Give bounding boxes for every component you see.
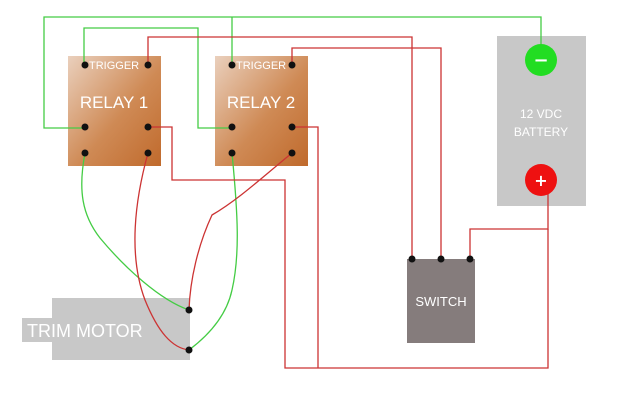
trim-motor-label: TRIM MOTOR (27, 321, 143, 341)
wire-relay1-to-motor (81, 152, 190, 311)
battery-label-line1: 12 VDC (520, 107, 562, 121)
relay-1-trigger-label: TRIGGER (89, 60, 139, 72)
wire-relay2-to-motor (188, 152, 238, 351)
terminal-pin-icon[interactable] (228, 61, 236, 69)
terminal-pin-icon[interactable] (144, 149, 152, 157)
plus-terminal-icon[interactable] (525, 164, 557, 196)
wire-relay1-trigger-to-switch (147, 36, 413, 259)
wire-relay1-common-to-positive (148, 126, 549, 369)
wire-relay2-common-to-positive (292, 126, 319, 368)
terminal-pin-icon[interactable] (81, 149, 89, 157)
terminal-pin-icon[interactable] (185, 346, 193, 354)
terminal-pin-icon[interactable] (228, 123, 236, 131)
terminal-pin-icon[interactable] (185, 306, 193, 314)
switch-body (407, 259, 475, 343)
minus-terminal-icon[interactable] (525, 44, 557, 76)
terminal-pin-icon[interactable] (437, 255, 445, 263)
wire-relay1-trigger-top (83, 27, 232, 129)
battery-label-line2: BATTERY (514, 125, 568, 139)
terminal-pin-icon[interactable] (288, 61, 296, 69)
relay-1-name: RELAY 1 (80, 93, 148, 112)
terminal-pin-icon[interactable] (288, 149, 296, 157)
terminal-pin-icon[interactable] (81, 61, 89, 69)
terminal-pin-icon[interactable] (408, 255, 416, 263)
trim-motor-label-bg (22, 318, 158, 342)
wire-relay2-trigger-to-switch (291, 47, 442, 259)
positive-symbol: + (534, 171, 547, 190)
terminal-pin-icon[interactable] (144, 123, 152, 131)
wire-relay2-to-motor-red (188, 152, 293, 311)
relay-2-name: RELAY 2 (227, 93, 295, 112)
switch-label: SWITCH (415, 294, 466, 309)
relay-2-trigger-label: TRIGGER (236, 60, 286, 72)
terminal-pin-icon[interactable] (466, 255, 474, 263)
terminal-pin-icon[interactable] (288, 123, 296, 131)
negative-symbol: − (533, 50, 548, 71)
wire-ground-bus (43, 16, 542, 129)
red-wires (134, 36, 549, 369)
wire-relay1-to-motor-red (134, 152, 190, 351)
terminal-pin-icon[interactable] (228, 149, 236, 157)
wire-switch-to-positive (469, 190, 549, 259)
terminal-pins (81, 61, 474, 354)
relay-1-body (68, 56, 161, 166)
green-wires (43, 16, 542, 351)
relay-2-body (215, 56, 308, 166)
terminal-pin-icon[interactable] (81, 123, 89, 131)
terminal-pin-icon[interactable] (144, 61, 152, 69)
